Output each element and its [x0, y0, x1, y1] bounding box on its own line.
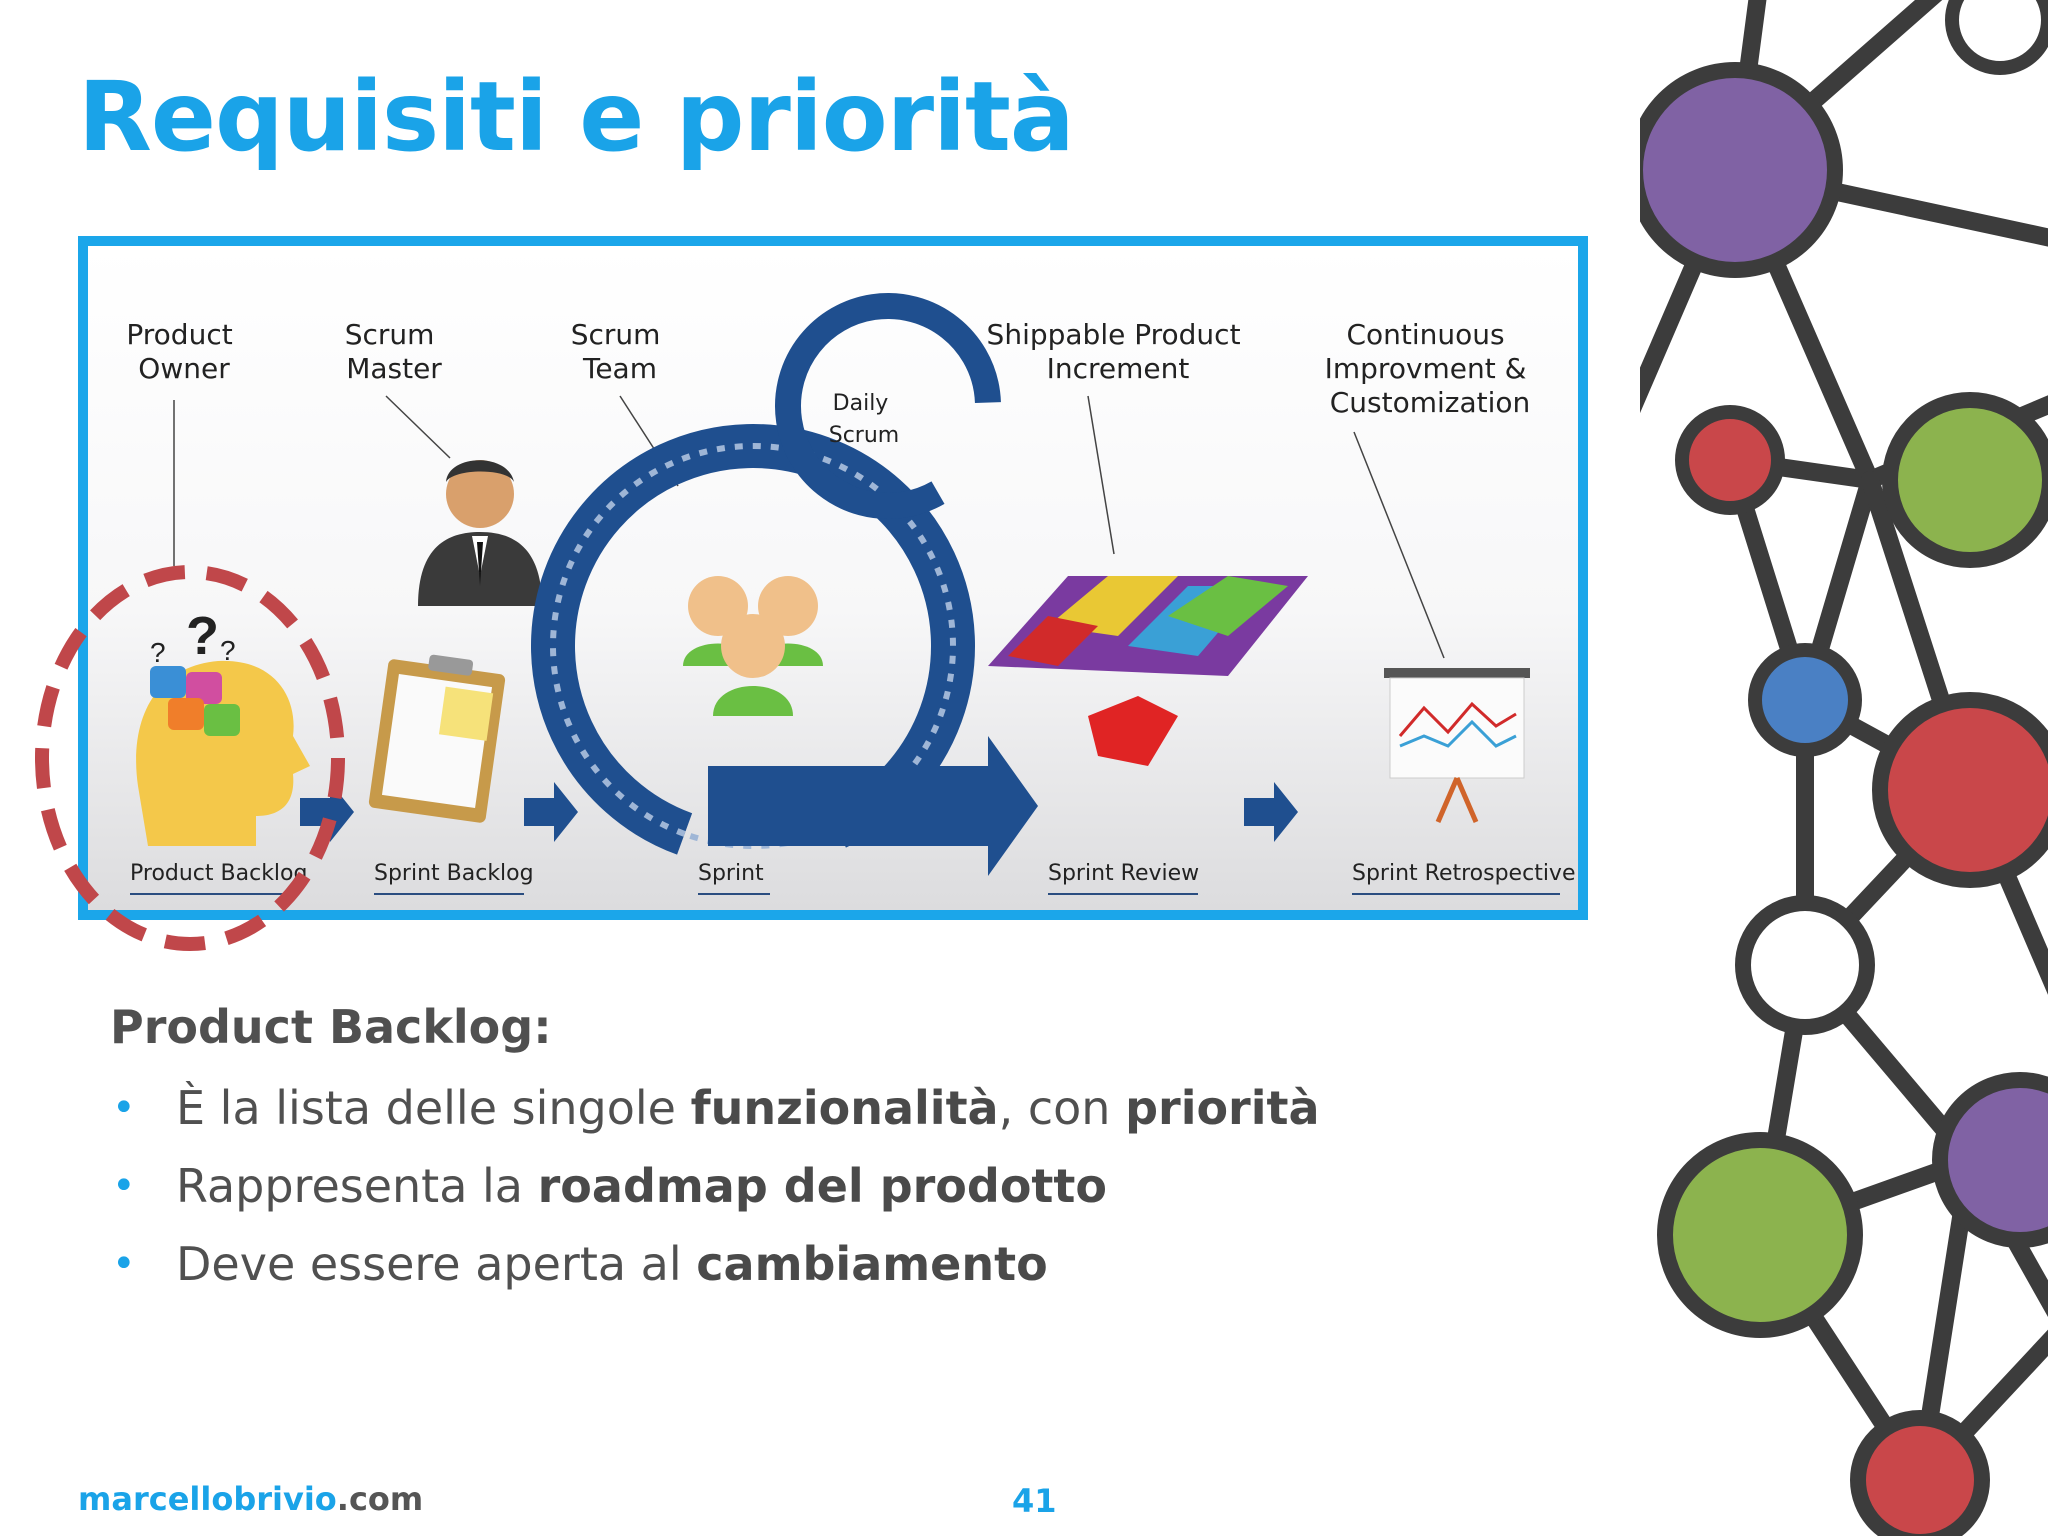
network-node-green	[1882, 392, 2048, 568]
presentation-board-icon	[1384, 668, 1530, 823]
network-node-green-large	[1657, 1132, 1863, 1338]
network-node-red	[1675, 405, 1785, 515]
slide-title: Requisiti e priorità	[78, 61, 1075, 173]
bullet-item: • Deve essere aperta al cambiamento	[110, 1225, 1460, 1303]
section-heading: Product Backlog:	[110, 1000, 552, 1054]
network-node-red-bottom	[1850, 1410, 1990, 1536]
scrum-diagram-graphic: Product Owner Scrum Master Scrum Team Sh…	[126, 293, 1575, 895]
network-node-white-mid	[1735, 895, 1875, 1035]
sprint-cycle-icon	[530, 293, 1038, 876]
puzzle-increment-icon	[988, 576, 1308, 766]
product-backlog-highlight	[35, 565, 345, 951]
bullet-list: • È la lista delle singole funzionalità,…	[110, 1069, 1460, 1303]
network-node-purple	[1640, 62, 1843, 278]
stage-sprint-backlog: Sprint Backlog	[374, 861, 534, 886]
stage-sprint: Sprint	[698, 861, 764, 886]
stage-sprint-review: Sprint Review	[1048, 861, 1199, 886]
bullet-item: • Rappresenta la roadmap del prodotto	[110, 1147, 1460, 1225]
label-shippable-increment: Shippable Product Increment	[987, 318, 1250, 385]
svg-text:?: ?	[150, 637, 166, 668]
stage-product-backlog: Product Backlog	[130, 861, 307, 886]
network-node-red-large	[1872, 692, 2048, 888]
label-continuous-improvement: Continuous Improvment & Customization	[1325, 318, 1536, 419]
label-product-owner: Product Owner	[126, 318, 241, 385]
footer-website: marcellobrivio.com	[78, 1480, 424, 1518]
bullet-dot: •	[112, 1163, 136, 1210]
svg-text:?: ?	[220, 635, 236, 666]
label-scrum-master: Scrum Master	[345, 318, 444, 385]
scrum-master-person-icon	[418, 460, 542, 606]
slide-body: Product Backlog: • È la lista delle sing…	[110, 1000, 1460, 1303]
network-node-purple-lower	[1932, 1072, 2048, 1248]
bullet-dot: •	[112, 1085, 136, 1132]
page-number: 41	[1012, 1482, 1057, 1520]
network-node-blue	[1748, 643, 1862, 757]
label-daily-scrum: Daily Scrum	[829, 391, 899, 448]
label-scrum-team: Scrum Team	[571, 318, 670, 385]
stage-labels: Product Backlog Sprint Backlog Sprint Sp…	[130, 861, 1575, 895]
network-node-white	[1945, 0, 2048, 75]
clipboard-icon	[368, 654, 506, 823]
stage-sprint-retrospective: Sprint Retrospective	[1352, 861, 1575, 886]
decorative-network-graphic	[1640, 0, 2048, 1536]
bullet-dot: •	[112, 1241, 136, 1288]
question-mark-icon: ?	[186, 606, 219, 666]
thinking-head-icon: ? ? ?	[136, 606, 310, 846]
bullet-item: • È la lista delle singole funzionalità,…	[110, 1069, 1460, 1147]
arrow-right-icon	[1244, 782, 1298, 842]
arrow-right-icon	[524, 782, 578, 842]
scrum-process-diagram: Product Owner Scrum Master Scrum Team Sh…	[78, 236, 1588, 920]
